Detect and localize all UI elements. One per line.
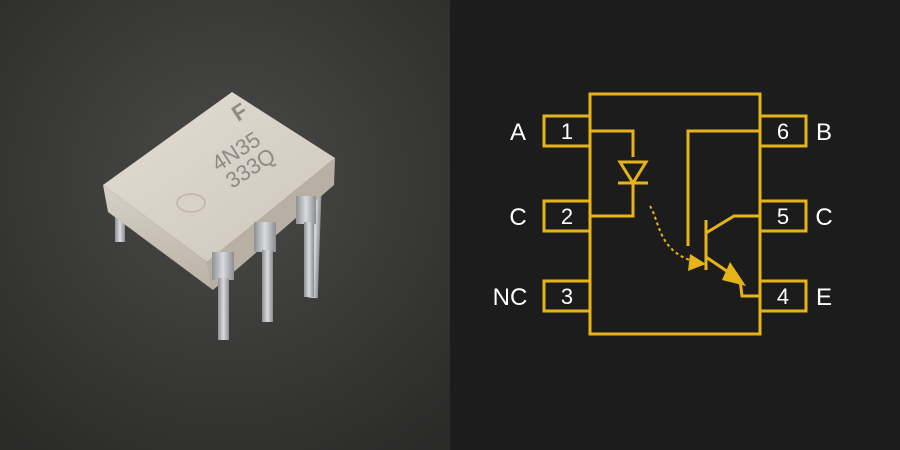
pin-label-6: B — [816, 119, 832, 146]
pin-label-1: A — [510, 119, 526, 146]
pin-number-6: 6 — [777, 119, 789, 144]
light-arrow-icon — [688, 254, 706, 271]
chip-photo: F 4N35 333Q — [0, 0, 450, 450]
pin-number-2: 2 — [561, 204, 573, 229]
chip-top-face — [103, 92, 335, 262]
pin-number-3: 3 — [561, 284, 573, 309]
led-anode-wire — [590, 129, 635, 157]
emitter-arrow-icon — [722, 262, 746, 286]
pin-label-2: C — [509, 204, 526, 231]
chip-front-face — [103, 185, 213, 290]
pin-label-3: NC — [493, 284, 528, 311]
led-cathode-wire — [590, 183, 635, 218]
pin-number-5: 5 — [777, 204, 789, 229]
led-diode-triangle — [617, 160, 649, 186]
pin-label-4: E — [816, 284, 832, 311]
base-wire — [686, 129, 760, 246]
pin1-dimple — [176, 193, 206, 213]
pin-box-3 — [542, 279, 592, 313]
emitter-wire — [705, 255, 760, 298]
optocoupler-schematic: 1 2 3 4 5 6 A C NC E C B — [450, 0, 900, 450]
pin-number-1: 1 — [561, 119, 573, 144]
schematic-svg: 1 2 3 4 5 6 A C NC E C B — [450, 0, 900, 450]
pin-label-5: C — [815, 204, 832, 231]
pin-number-4: 4 — [777, 284, 789, 309]
collector-wire — [705, 214, 760, 235]
front-pins — [212, 196, 316, 340]
light-path — [649, 205, 697, 263]
schematic-background — [450, 0, 900, 450]
chip-photo-illustration: F 4N35 333Q — [0, 0, 450, 450]
